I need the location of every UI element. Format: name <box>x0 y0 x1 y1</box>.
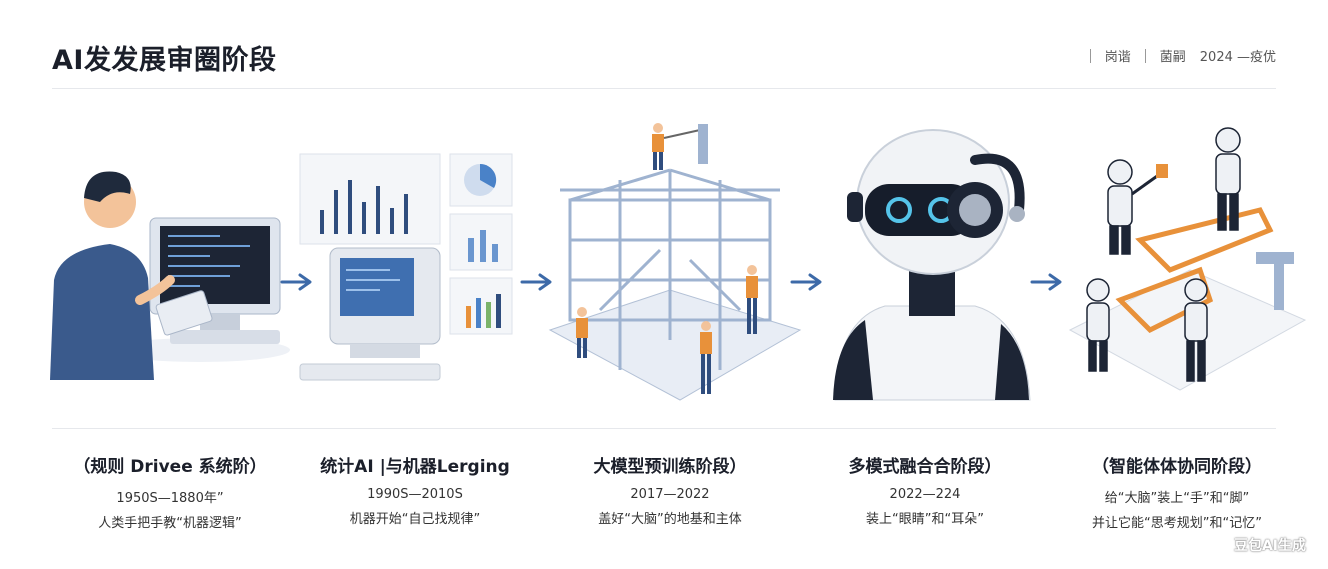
stage-3-illustration <box>548 123 802 401</box>
worker-icon <box>652 123 708 170</box>
page-title: AI发发展审圈阶段 <box>52 45 277 76</box>
stage-description: 机器开始“自己找规律” <box>349 512 481 527</box>
stage-5-illustration <box>1068 127 1307 391</box>
header-meta-c: 2024 —疫优 <box>1199 50 1276 65</box>
stage-description: 装上“眼睛”和“耳朵” <box>866 512 984 527</box>
stage-5-caption: （智能体体协同阶段） 给“大脑”装上“手”和“脚” 并让它能“思考规划”和“记忆… <box>1062 452 1292 531</box>
stage-years: 2017—2022 <box>630 487 710 502</box>
stage-4-illustration <box>833 129 1031 401</box>
divider <box>1144 48 1146 63</box>
header-meta-a: 岗谐 <box>1104 50 1131 65</box>
stage-4-caption: 多模式融合合阶段） 2022—224 装上“眼睛”和“耳朵” <box>810 452 1040 527</box>
header-meta-b: 菌嗣 <box>1159 50 1186 65</box>
stage-title: 统计AI |与机器Lerging <box>320 457 510 477</box>
stage-1-illustration <box>50 171 290 380</box>
stage-description: 盖好“大脑”的地基和主体 <box>598 512 742 527</box>
stage-years: 1990S—2010S <box>367 487 463 502</box>
section-divider <box>52 428 1276 429</box>
top-divider <box>52 88 1276 89</box>
arrow-right-icon <box>520 273 552 291</box>
header-meta: 岗谐 菌嗣 2024 —疫优 <box>1089 46 1276 65</box>
stage-years: 给“大脑”装上“手”和“脚” <box>1104 491 1250 506</box>
stage-description: 并让它能“思考规划”和“记忆” <box>1092 516 1262 531</box>
stage-description: 人类手把手教“机器逻辑” <box>98 516 242 531</box>
stage-title: 多模式融合合阶段） <box>848 457 1002 477</box>
stage-years: 2022—224 <box>889 487 961 502</box>
stage-3-caption: 大模型预训练阶段） 2017—2022 盖好“大脑”的地基和主体 <box>555 452 785 527</box>
robot-icon <box>1086 127 1241 382</box>
stage-2-caption: 统计AI |与机器Lerging 1990S—2010S 机器开始“自己找规律” <box>300 452 530 527</box>
stage-2-illustration <box>299 153 513 381</box>
arrow-right-icon <box>1030 273 1062 291</box>
divider <box>1089 48 1091 63</box>
stage-title: 大模型预训练阶段） <box>593 457 747 477</box>
stage-title: （智能体体协同阶段） <box>1092 457 1262 477</box>
stage-years: 1950S—1880年” <box>116 491 224 506</box>
stage-title: （规则 Drivee 系统阶） <box>73 457 267 477</box>
arrow-right-icon <box>280 273 312 291</box>
arrow-right-icon <box>790 273 822 291</box>
watermark: 豆包AI生成 <box>1233 538 1306 554</box>
stage-1-caption: （规则 Drivee 系统阶） 1950S—1880年” 人类手把手教“机器逻辑… <box>55 452 285 531</box>
